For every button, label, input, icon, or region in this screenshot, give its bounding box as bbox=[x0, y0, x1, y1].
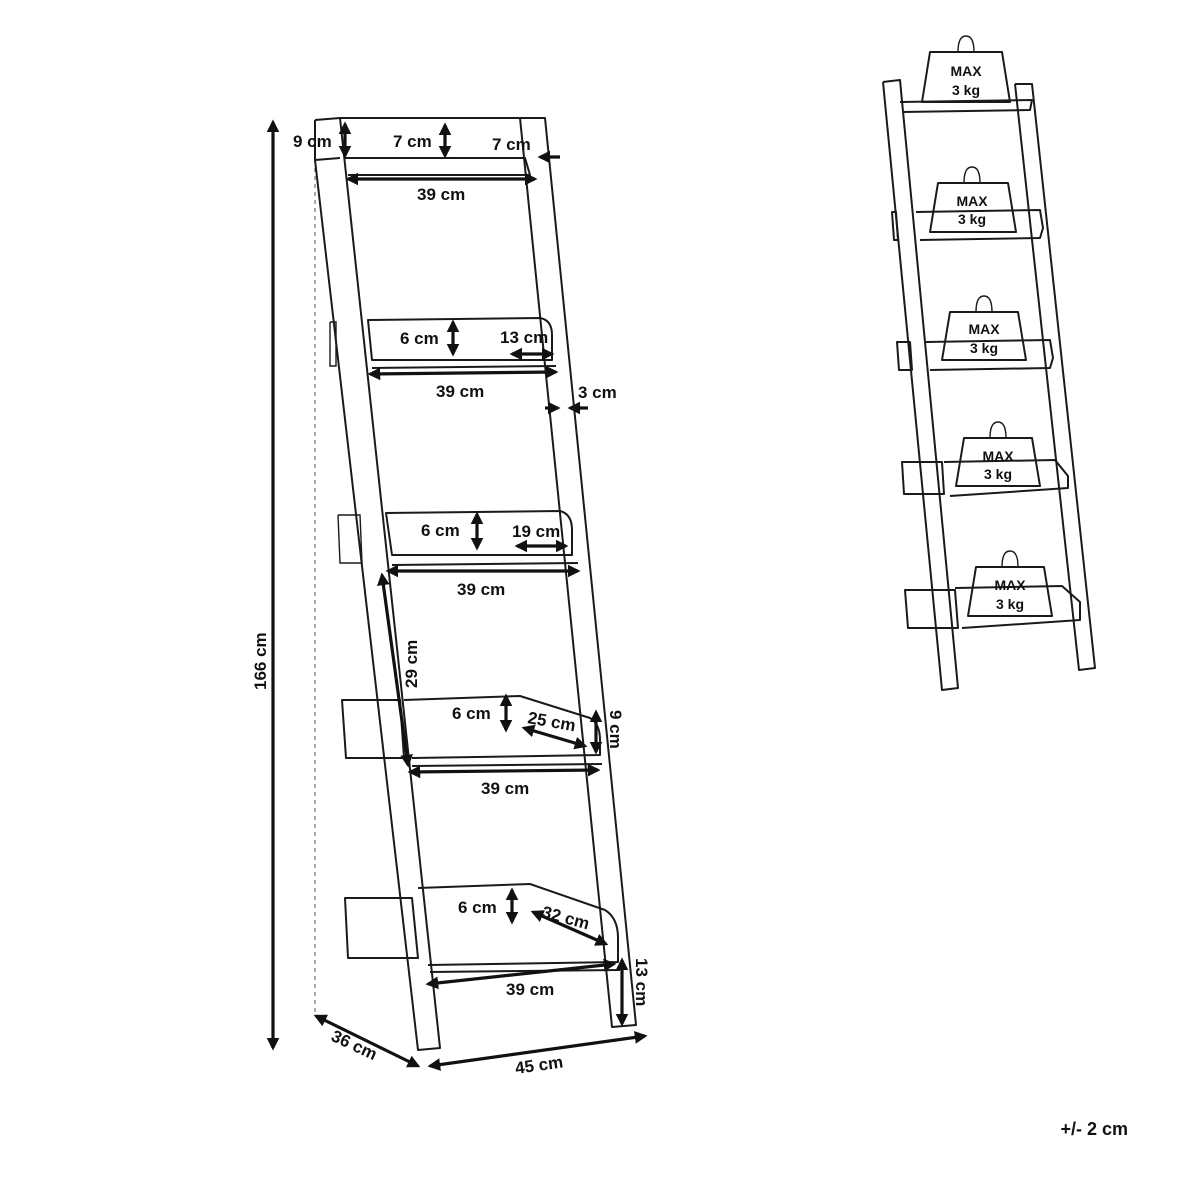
dim-depth: 36 cm bbox=[328, 1026, 380, 1064]
dim-shelf3-lip: 6 cm bbox=[421, 521, 460, 540]
weight-1-kg: 3 kg bbox=[952, 82, 980, 98]
dim-top-shelf-height: 9 cm bbox=[293, 132, 332, 151]
dim-shelf-width-5: 39 cm bbox=[506, 980, 554, 999]
weight-5-max: MAX bbox=[994, 577, 1026, 593]
dim-top-rail-height: 7 cm bbox=[393, 132, 432, 151]
dim-shelf5-lip: 6 cm bbox=[458, 898, 497, 917]
dim-shelf5-depth: 32 cm bbox=[540, 903, 591, 934]
dim-height-total: 166 cm bbox=[251, 632, 270, 690]
dim-frame-thickness: 3 cm bbox=[578, 383, 617, 402]
dim-width: 45 cm bbox=[514, 1052, 564, 1078]
weight-4-kg: 3 kg bbox=[984, 466, 1012, 482]
weight-1-max: MAX bbox=[950, 63, 982, 79]
dim-shelf2-lip: 6 cm bbox=[400, 329, 439, 348]
dim-shelf-width-4: 39 cm bbox=[481, 779, 529, 798]
dim-shelf4-side-height: 9 cm bbox=[606, 710, 625, 749]
weight-1: MAX 3 kg bbox=[921, 35, 1011, 103]
weight-5-kg: 3 kg bbox=[996, 596, 1024, 612]
weight-4: MAX 3 kg bbox=[955, 421, 1041, 487]
dim-shelf-width-1: 39 cm bbox=[417, 185, 465, 204]
dim-shelf4-lip: 6 cm bbox=[452, 704, 491, 723]
dim-shelf3-depth: 19 cm bbox=[512, 522, 560, 541]
weight-3: MAX 3 kg bbox=[941, 295, 1027, 361]
dim-shelf-width-2: 39 cm bbox=[436, 382, 484, 401]
weight-2-kg: 3 kg bbox=[958, 211, 986, 227]
load-diagram: MAX 3 kg MAX 3 kg MAX 3 kg MAX 3 kg MAX … bbox=[882, 35, 1096, 691]
dim-shelf2-depth: 13 cm bbox=[500, 328, 548, 347]
dim-top-rail-side: 7 cm bbox=[492, 135, 531, 154]
weight-4-max: MAX bbox=[982, 448, 1014, 464]
weight-2: MAX 3 kg bbox=[929, 166, 1017, 233]
tolerance-note: +/- 2 cm bbox=[1060, 1119, 1128, 1139]
weight-2-max: MAX bbox=[956, 193, 988, 209]
weight-3-max: MAX bbox=[968, 321, 1000, 337]
weight-5: MAX 3 kg bbox=[967, 550, 1053, 617]
dimension-arrows bbox=[266, 119, 648, 1071]
dim-foot-height: 13 cm bbox=[632, 958, 651, 1006]
dim-shelf-spacing: 29 cm bbox=[402, 640, 421, 688]
weight-3-kg: 3 kg bbox=[970, 340, 998, 356]
dim-shelf-width-3: 39 cm bbox=[457, 580, 505, 599]
